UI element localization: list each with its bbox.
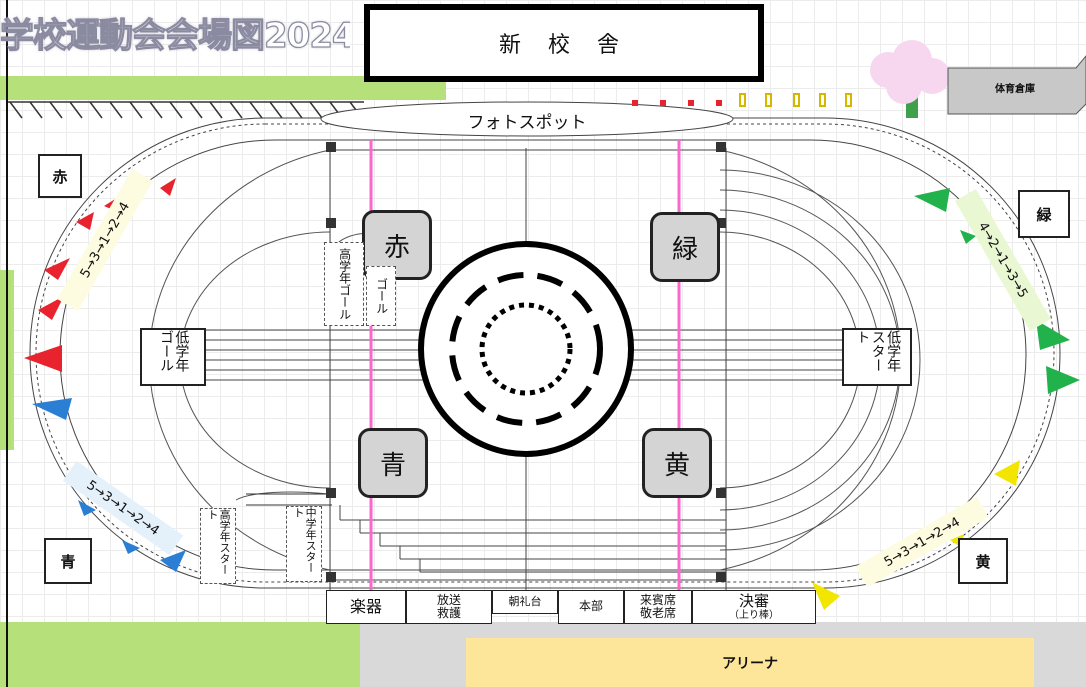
new-school-building: 新 校 舎 [364,4,764,82]
blue-team-area: 青 [44,538,92,584]
lower-grade-start: 低学年スタート [842,328,912,386]
center-red-label: 赤 [383,232,410,263]
booth-headquarters: 本部 [558,590,624,624]
red-team-area: 赤 [38,154,82,198]
middle-grade-start: 中学年スタート [286,506,322,582]
center-team-yellow: 黄 [642,428,712,498]
booth-judges-label-1: 決審 [738,592,769,611]
booth-guests: 来賓席 敬老席 [624,590,692,624]
booth-instruments: 楽器 [326,590,406,624]
photo-spot-label: フォトスポット [467,113,587,133]
center-yellow-label: 黄 [663,450,690,481]
blue-team-label: 青 [60,552,76,571]
booth-podium: 朝礼台 [492,590,558,614]
arena-area: アリーナ [466,638,1034,687]
green-team-label: 緑 [1036,205,1052,224]
red-team-label: 赤 [52,167,68,186]
lower-grade-goal: 低学年ゴール [140,328,206,386]
yellow-team-area: 黄 [958,538,1008,584]
booth-hq-label: 本部 [578,599,603,614]
booth-broadcast: 放送 救護 [406,590,492,624]
bottom-lawn [0,622,360,687]
storage-shed [947,55,1086,115]
booth-guests-label-1: 来賓席 [639,592,676,607]
arena-label: アリーナ [722,655,778,672]
booth-judges: 決審 （上り棒） [692,590,816,624]
storage-label: 体育倉庫 [995,84,1035,95]
booth-guests-label-2: 敬老席 [639,606,676,620]
left-wall [6,0,8,687]
center-team-green: 緑 [650,212,720,282]
upper-grade-start: 高学年スタート [200,508,236,584]
green-team-area: 緑 [1018,190,1070,238]
building-label: 新 校 舎 [499,33,629,58]
upper-grade-goal: 高学年ゴール [324,242,364,326]
booth-podium-label: 朝礼台 [508,594,542,608]
booth-broadcast-label-1: 放送 [436,592,461,607]
booth-judges-label-2: （上り棒） [729,609,779,621]
center-green-label: 緑 [671,234,698,265]
booth-broadcast-label-2: 救護 [436,606,461,620]
middle-grade-goal: ゴール [366,266,396,326]
booth-instruments-label: 楽器 [349,597,382,617]
fence [8,101,364,119]
center-blue-label: 青 [379,450,406,481]
tree-icon [870,40,950,118]
photo-spot-outline [320,101,734,137]
page-title: 学校運動会会場図2024 [0,15,350,56]
center-team-blue: 青 [358,428,428,498]
yellow-team-label: 黄 [975,552,991,571]
